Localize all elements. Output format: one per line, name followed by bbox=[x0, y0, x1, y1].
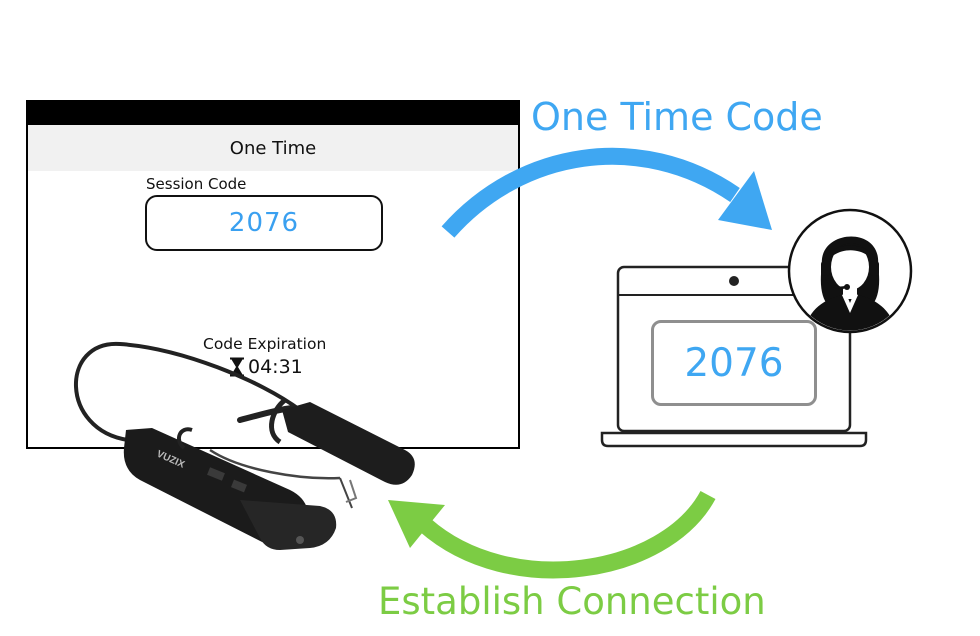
session-code-field: 2076 bbox=[145, 195, 383, 251]
screen-title: One Time bbox=[229, 138, 317, 159]
one-time-code-arrow bbox=[441, 147, 740, 238]
one-time-code-label: One Time Code bbox=[531, 95, 823, 139]
code-expiration-timer: 04:31 bbox=[248, 356, 303, 378]
establish-connection-arrowhead bbox=[388, 500, 445, 548]
smart-glasses-icon: VUZIX bbox=[74, 341, 415, 550]
laptop-code-box: 2076 bbox=[651, 320, 817, 406]
support-agent-icon bbox=[787, 208, 913, 334]
establish-connection-label: Establish Connection bbox=[378, 580, 766, 623]
screen-header bbox=[28, 125, 518, 171]
session-code-label: Session Code bbox=[146, 175, 247, 193]
session-code-value: 2076 bbox=[228, 208, 300, 238]
screen-status-bar bbox=[28, 102, 518, 125]
laptop-code-value: 2076 bbox=[684, 340, 784, 386]
one-time-code-arrowhead bbox=[718, 171, 772, 230]
code-expiration-label: Code Expiration bbox=[203, 335, 327, 353]
establish-connection-arrow bbox=[419, 490, 716, 579]
